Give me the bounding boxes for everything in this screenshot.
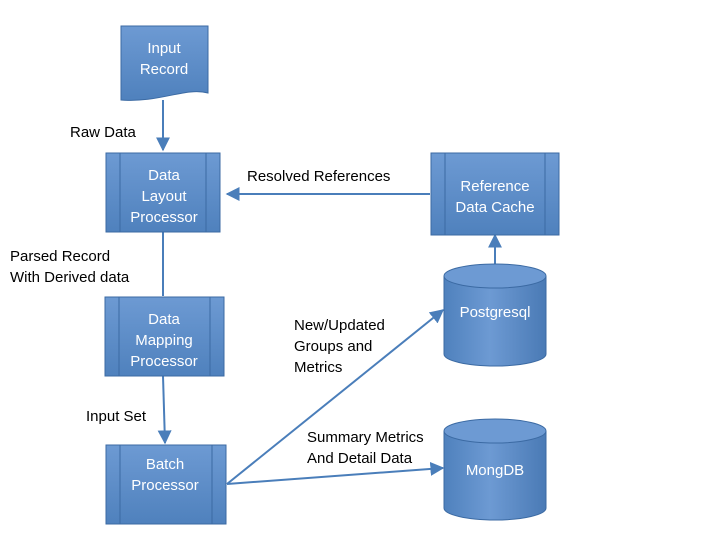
parsed-record-label-line1: Parsed Record: [10, 248, 110, 265]
input-record-node: Input Record: [120, 25, 209, 101]
input-record-label-line2: Record: [140, 61, 188, 78]
batch-processor-label-line2: Processor: [131, 477, 199, 494]
input-set-label: Input Set: [86, 408, 147, 425]
batch-processor-node: Batch Processor: [105, 444, 227, 525]
process-box: [105, 444, 227, 525]
layout-processor-label-line3: Processor: [130, 209, 198, 226]
document-shape: [120, 25, 209, 101]
mapping-processor-label-line1: Data: [148, 311, 180, 328]
mongodb-node: MongDB: [443, 418, 547, 521]
reference-cache-label-line2: Data Cache: [455, 199, 534, 216]
postgresql-label: Postgresql: [460, 304, 531, 321]
database-cylinder-body: [443, 276, 547, 367]
postgresql-node: Postgresql: [443, 263, 547, 367]
database-cylinder-top: [443, 263, 547, 289]
summary-metrics-label-line2: And Detail Data: [307, 450, 413, 467]
reference-data-cache-node: Reference Data Cache: [430, 152, 560, 236]
reference-cache-label-line1: Reference: [460, 178, 529, 195]
database-cylinder-body: [443, 431, 547, 521]
batch-processor-label-line1: Batch: [146, 456, 184, 473]
process-box: [105, 152, 221, 233]
summary-metrics-label-line1: Summary Metrics: [307, 429, 424, 446]
raw-data-label: Raw Data: [70, 124, 137, 141]
edge-batch-to-mongodb: [226, 461, 445, 485]
new-updated-label-line3: Metrics: [294, 359, 342, 376]
layout-processor-label-line1: Data: [148, 167, 180, 184]
edge-labels: Raw Data Parsed Record With Derived data…: [10, 124, 424, 467]
parsed-record-label-line2: With Derived data: [10, 269, 130, 286]
mapping-processor-label-line2: Mapping: [135, 332, 193, 349]
process-box: [104, 296, 225, 377]
mapping-processor-label-line3: Processor: [130, 353, 198, 370]
data-mapping-processor-node: Data Mapping Processor: [104, 296, 225, 377]
edge-mapping-to-batch: [157, 375, 172, 445]
layout-processor-label-line2: Layout: [141, 188, 187, 205]
new-updated-label-line1: New/Updated: [294, 317, 385, 334]
input-record-label-line1: Input: [147, 40, 181, 57]
new-updated-label-line2: Groups and: [294, 338, 372, 355]
edge-batch-to-postgres: [226, 309, 445, 485]
data-layout-processor-node: Data Layout Processor: [105, 152, 221, 233]
resolved-references-label: Resolved References: [247, 168, 390, 185]
mongodb-label: MongDB: [466, 462, 524, 479]
database-cylinder-top: [443, 418, 547, 444]
edges: [156, 100, 502, 485]
process-box: [430, 152, 560, 236]
